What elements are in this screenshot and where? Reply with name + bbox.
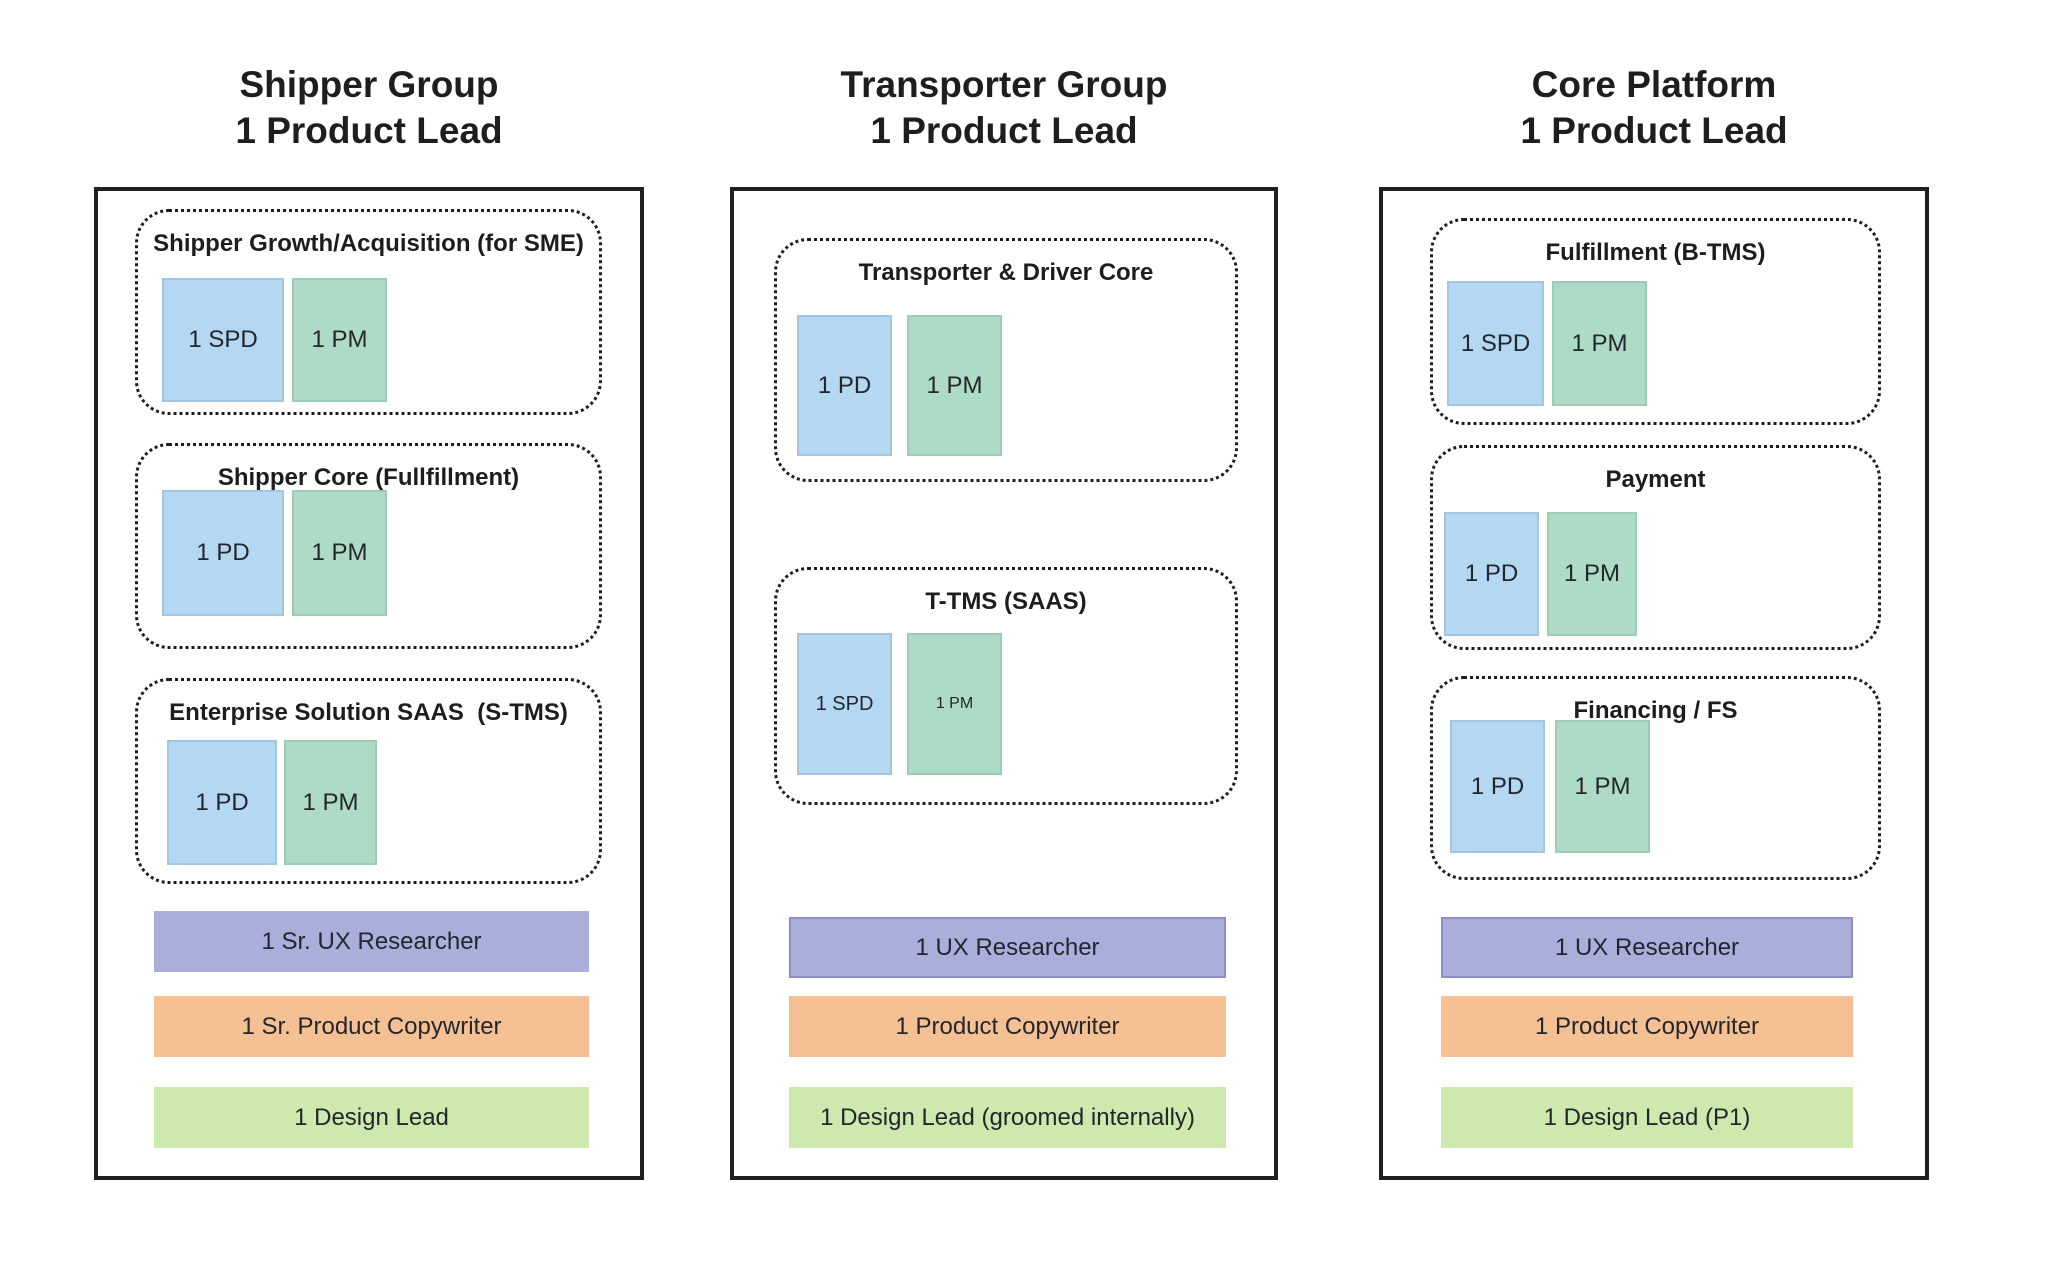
support-bar-design-lead: 1 Design Lead: [154, 1087, 589, 1148]
role-box-pd: 1 PD: [797, 315, 892, 456]
team-label: Shipper Core (Fullfillment): [217, 464, 520, 491]
team-box-transporter-driver-core: Transporter & Driver Core 1 PD 1 PM: [774, 238, 1238, 482]
support-bar-sr-ux-researcher: 1 Sr. UX Researcher: [154, 911, 589, 972]
team-box-shipper-core: Shipper Core (Fullfillment) 1 PD 1 PM: [135, 443, 602, 649]
group-lead-count: 1 Product Lead: [235, 110, 503, 151]
team-box-financing-fs: Financing / FS 1 PD 1 PM: [1430, 676, 1881, 880]
support-bar-product-copywriter: 1 Product Copywriter: [1441, 996, 1853, 1057]
team-box-fulfillment-b-tms: Fulfillment (B-TMS) 1 SPD 1 PM: [1430, 218, 1881, 425]
group-name: Shipper Group: [239, 64, 499, 105]
panel-transporter-group: Transporter & Driver Core 1 PD 1 PM T-TM…: [730, 187, 1278, 1180]
role-box-pd: 1 PD: [1444, 512, 1539, 636]
team-box-t-tms-saas: T-TMS (SAAS) 1 SPD 1 PM: [774, 567, 1238, 805]
team-box-payment: Payment 1 PD 1 PM: [1430, 445, 1881, 650]
role-box-pm: 1 PM: [1547, 512, 1637, 636]
column-title-shipper-group: Shipper Group 1 Product Lead: [94, 62, 644, 154]
team-label: Financing / FS: [1573, 697, 1738, 724]
team-box-enterprise-solution-saas: Enterprise Solution SAAS (S-TMS) 1 PD 1 …: [135, 678, 602, 884]
team-label: Transporter & Driver Core: [858, 259, 1154, 286]
role-box-pm: 1 PM: [907, 315, 1002, 456]
team-label: Enterprise Solution SAAS (S-TMS): [169, 699, 568, 726]
team-label: Fulfillment (B-TMS): [1545, 239, 1766, 266]
team-label: T-TMS (SAAS): [925, 588, 1087, 615]
role-box-pm: 1 PM: [292, 278, 387, 402]
group-lead-count: 1 Product Lead: [870, 110, 1138, 151]
group-name: Transporter Group: [840, 64, 1168, 105]
support-bar-sr-product-copywriter: 1 Sr. Product Copywriter: [154, 996, 589, 1057]
team-box-shipper-growth-acquisition: Shipper Growth/Acquisition (for SME) 1 S…: [135, 209, 602, 415]
role-box-spd: 1 SPD: [797, 633, 892, 775]
team-label: Shipper Growth/Acquisition (for SME): [153, 230, 584, 257]
team-label: Payment: [1605, 466, 1706, 493]
support-bar-design-lead: 1 Design Lead (P1): [1441, 1087, 1853, 1148]
role-box-pm: 1 PM: [907, 633, 1002, 775]
group-name: Core Platform: [1531, 64, 1777, 105]
role-box-spd: 1 SPD: [1447, 281, 1544, 406]
panel-shipper-group: Shipper Growth/Acquisition (for SME) 1 S…: [94, 187, 644, 1180]
role-box-pd: 1 PD: [167, 740, 277, 865]
role-box-pd: 1 PD: [162, 490, 284, 616]
support-bar-ux-researcher: 1 UX Researcher: [1441, 917, 1853, 978]
role-box-pm: 1 PM: [1555, 720, 1650, 853]
support-bar-product-copywriter: 1 Product Copywriter: [789, 996, 1226, 1057]
panel-core-platform: Fulfillment (B-TMS) 1 SPD 1 PM Payment 1…: [1379, 187, 1929, 1180]
role-box-pm: 1 PM: [1552, 281, 1647, 406]
support-bar-ux-researcher: 1 UX Researcher: [789, 917, 1226, 978]
column-title-transporter-group: Transporter Group 1 Product Lead: [730, 62, 1278, 154]
support-bar-design-lead: 1 Design Lead (groomed internally): [789, 1087, 1226, 1148]
role-box-pm: 1 PM: [284, 740, 377, 865]
group-lead-count: 1 Product Lead: [1520, 110, 1788, 151]
role-box-spd: 1 SPD: [162, 278, 284, 402]
role-box-pm: 1 PM: [292, 490, 387, 616]
column-title-core-platform: Core Platform 1 Product Lead: [1379, 62, 1929, 154]
role-box-pd: 1 PD: [1450, 720, 1545, 853]
